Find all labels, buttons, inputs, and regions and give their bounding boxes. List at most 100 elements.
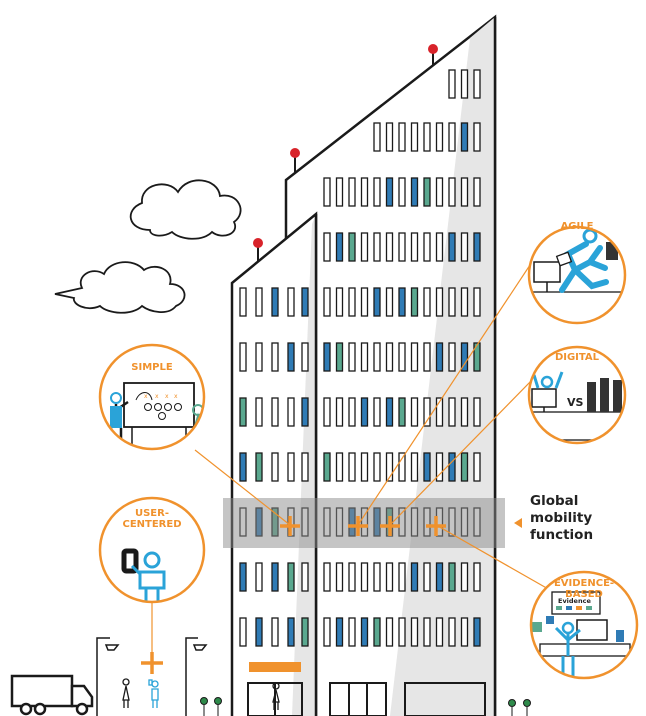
window xyxy=(323,177,331,207)
window xyxy=(448,122,456,152)
antenna-light xyxy=(290,148,300,158)
window xyxy=(323,287,331,317)
window xyxy=(448,69,456,99)
global-mobility-line-3: function xyxy=(530,527,594,543)
window xyxy=(271,617,279,647)
window xyxy=(460,177,469,207)
svg-text:x: x xyxy=(165,393,169,400)
window xyxy=(335,617,344,647)
window xyxy=(410,287,419,317)
window xyxy=(473,287,481,317)
user-centered-line-1: USER- xyxy=(134,508,169,519)
window xyxy=(448,287,456,317)
evidence-based-line-1: EVIDENCE- xyxy=(553,578,615,589)
window xyxy=(448,452,456,482)
window xyxy=(460,287,469,317)
window xyxy=(348,397,356,427)
window xyxy=(301,562,309,592)
window xyxy=(335,342,344,372)
evidence-based-line-2: BASED xyxy=(565,589,603,600)
window xyxy=(360,287,369,317)
window xyxy=(410,232,419,262)
window xyxy=(323,232,331,262)
window xyxy=(348,177,356,207)
window xyxy=(287,287,295,317)
window xyxy=(423,342,431,372)
window xyxy=(473,562,481,592)
window xyxy=(373,287,381,317)
window xyxy=(335,177,344,207)
global-mobility-line-2: mobility xyxy=(530,510,593,526)
pointer-arrow-icon xyxy=(514,518,522,528)
window xyxy=(360,562,369,592)
whiteboard xyxy=(123,382,195,428)
window xyxy=(473,122,481,152)
window xyxy=(255,342,263,372)
window xyxy=(360,452,369,482)
window xyxy=(435,122,444,152)
window xyxy=(473,232,481,262)
window xyxy=(373,342,381,372)
window xyxy=(385,177,394,207)
window xyxy=(385,287,394,317)
window xyxy=(435,232,444,262)
window xyxy=(448,342,456,372)
window xyxy=(271,562,279,592)
window xyxy=(323,617,331,647)
window xyxy=(423,232,431,262)
window xyxy=(398,287,406,317)
window xyxy=(348,562,356,592)
window xyxy=(360,342,369,372)
agile-callout xyxy=(527,225,627,325)
window xyxy=(323,452,331,482)
window xyxy=(423,287,431,317)
window xyxy=(410,397,419,427)
agile-label: AGILE xyxy=(560,221,594,232)
window xyxy=(239,287,247,317)
window xyxy=(373,617,381,647)
window xyxy=(348,232,356,262)
plant-icon xyxy=(200,697,531,716)
window xyxy=(360,617,369,647)
window xyxy=(301,342,309,372)
window xyxy=(335,287,344,317)
window xyxy=(348,452,356,482)
window xyxy=(435,562,444,592)
window xyxy=(423,452,431,482)
digital-callout xyxy=(527,345,627,445)
window xyxy=(460,122,469,152)
global-mobility-label: Global mobility function xyxy=(530,493,593,544)
window xyxy=(301,397,309,427)
window xyxy=(385,617,394,647)
window xyxy=(323,342,331,372)
window xyxy=(348,287,356,317)
window xyxy=(301,617,309,647)
window xyxy=(410,562,419,592)
truck-icon xyxy=(10,674,94,716)
window xyxy=(385,122,394,152)
window xyxy=(255,287,263,317)
svg-text:x: x xyxy=(174,393,178,400)
simple-label: SIMPLE xyxy=(131,362,173,373)
window xyxy=(360,232,369,262)
entrance-sign xyxy=(249,662,301,672)
window xyxy=(423,397,431,427)
window xyxy=(373,232,381,262)
window xyxy=(287,342,295,372)
window xyxy=(239,562,247,592)
window xyxy=(255,452,263,482)
window xyxy=(398,177,406,207)
plus-icon xyxy=(141,516,446,674)
window xyxy=(473,617,481,647)
window xyxy=(301,287,309,317)
user-centered-label: USER- CENTERED xyxy=(112,508,192,530)
window xyxy=(398,397,406,427)
window xyxy=(239,342,247,372)
running-figure-icon xyxy=(559,241,609,293)
window xyxy=(435,342,444,372)
window xyxy=(348,617,356,647)
window xyxy=(398,232,406,262)
window xyxy=(287,397,295,427)
window xyxy=(271,452,279,482)
